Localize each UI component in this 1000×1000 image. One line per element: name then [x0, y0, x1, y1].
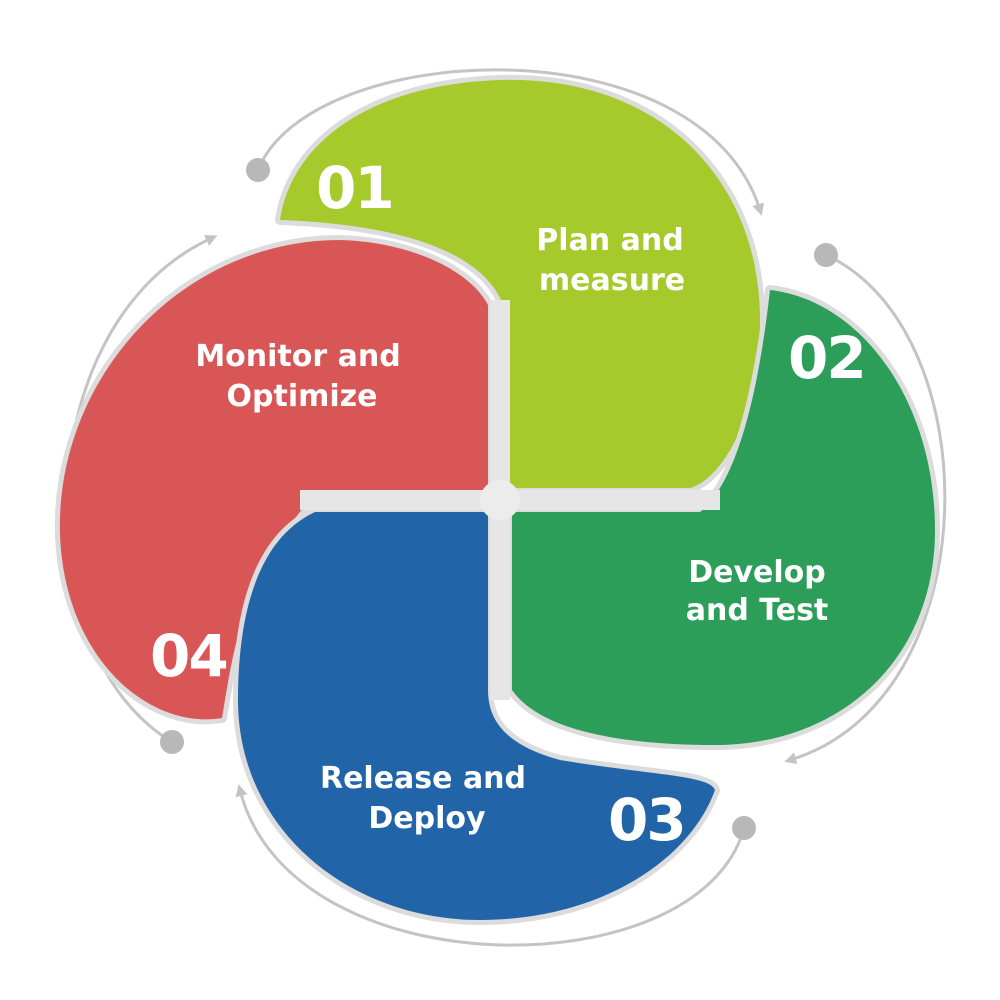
- segment-04-fill: [59, 240, 488, 720]
- step-02-label-line1: Develop: [688, 555, 826, 590]
- step-01-label-line2: measure: [539, 263, 685, 298]
- segment-03: [233, 507, 720, 925]
- step-03-label-line2: Deploy: [368, 801, 486, 836]
- step-04-number: 04: [150, 622, 227, 690]
- segment-01: [275, 74, 765, 493]
- arrow-top-start-dot: [246, 158, 270, 182]
- step-02-number: 02: [788, 324, 865, 392]
- segment-02: [507, 285, 940, 750]
- arrow-bottom-start-dot: [732, 816, 756, 840]
- step-03-number: 03: [608, 786, 685, 854]
- arrow-left-start-dot: [160, 730, 184, 754]
- segment-03-fill: [238, 512, 715, 920]
- step-04-label-line1: Monitor and: [195, 339, 400, 374]
- step-01-label-line1: Plan and: [536, 223, 683, 258]
- segment-04: [54, 235, 493, 725]
- step-04-label-line2: Optimize: [227, 379, 378, 414]
- segment-02-fill: [512, 290, 935, 745]
- arrow-bottom: [235, 784, 746, 947]
- step-02-label-line2: and Test: [686, 593, 829, 628]
- step-03-label-line1: Release and: [320, 761, 526, 796]
- segment-01-fill: [280, 79, 760, 489]
- step-01-number: 01: [316, 154, 393, 222]
- center-cross: [300, 300, 720, 700]
- arrow-right: [784, 253, 947, 765]
- arrow-top: [256, 68, 764, 216]
- arrow-right-start-dot: [814, 243, 838, 267]
